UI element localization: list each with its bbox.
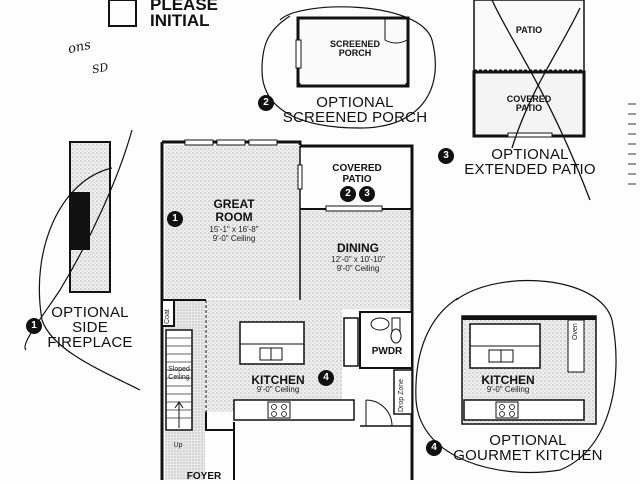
dining-dimensions: 12'-0" x 10'-10" <box>331 255 385 264</box>
option-marker-2: 2 <box>258 95 274 111</box>
kitchen-label: KITCHEN <box>251 373 305 387</box>
powder-room-label: PWDR <box>371 346 403 357</box>
option-marker-3: 3 <box>438 148 454 164</box>
covered-patio-label: COVERED PATIO <box>332 163 382 185</box>
sloped-ceiling-label: Sloped Ceiling <box>168 366 190 381</box>
oven-label: Oven <box>572 323 579 340</box>
drop-zone-label: Drop Zone <box>398 378 405 412</box>
please-initial-label: PLEASE INITIAL <box>150 0 219 30</box>
kitchen-marker-4: 4 <box>318 370 334 386</box>
foyer-label: FOYER <box>186 471 222 482</box>
optional-extended-patio-label: OPTIONAL EXTENDED PATIO <box>464 146 596 178</box>
optional-screened-porch-label: OPTIONAL SCREENED PORCH <box>282 94 428 126</box>
covered-patio-marker-3: 3 <box>359 186 375 202</box>
dining-label: DINING <box>337 241 379 255</box>
covered-patio-marker-2: 2 <box>340 186 356 202</box>
kitchen-ceiling: 9'-0" Ceiling <box>256 385 300 394</box>
great-room-ceiling: 9'-0" Ceiling <box>212 234 256 243</box>
gourmet-kitchen-inset-ceiling: 9'-0" Ceiling <box>486 385 530 394</box>
patio-inset-label: PATIO <box>515 25 543 35</box>
option-marker-4: 4 <box>426 440 442 456</box>
initial-checkbox <box>108 0 137 27</box>
coat-closet-label: Coat <box>164 309 171 324</box>
great-room-dimensions: 15'-1" x 16'-8" <box>209 225 259 234</box>
screened-porch-inset-label: SCREENED PORCH <box>329 39 380 59</box>
optional-side-fireplace-label: OPTIONAL SIDE FIREPLACE <box>47 304 133 351</box>
covered-patio-inset-label: COVERED PATIO <box>506 94 552 114</box>
gourmet-kitchen-inset-label: KITCHEN <box>481 373 535 387</box>
great-room-marker-1: 1 <box>167 211 183 227</box>
handwritten-initials-2: SD <box>90 60 110 77</box>
dining-ceiling: 9'-0" Ceiling <box>336 264 380 273</box>
optional-gourmet-kitchen-label: OPTIONAL GOURMET KITCHEN <box>453 432 603 464</box>
option-marker-1-fireplace: 1 <box>26 318 42 334</box>
great-room-label: GREAT ROOM <box>213 197 255 224</box>
stairs-up-label: Up <box>173 442 183 449</box>
